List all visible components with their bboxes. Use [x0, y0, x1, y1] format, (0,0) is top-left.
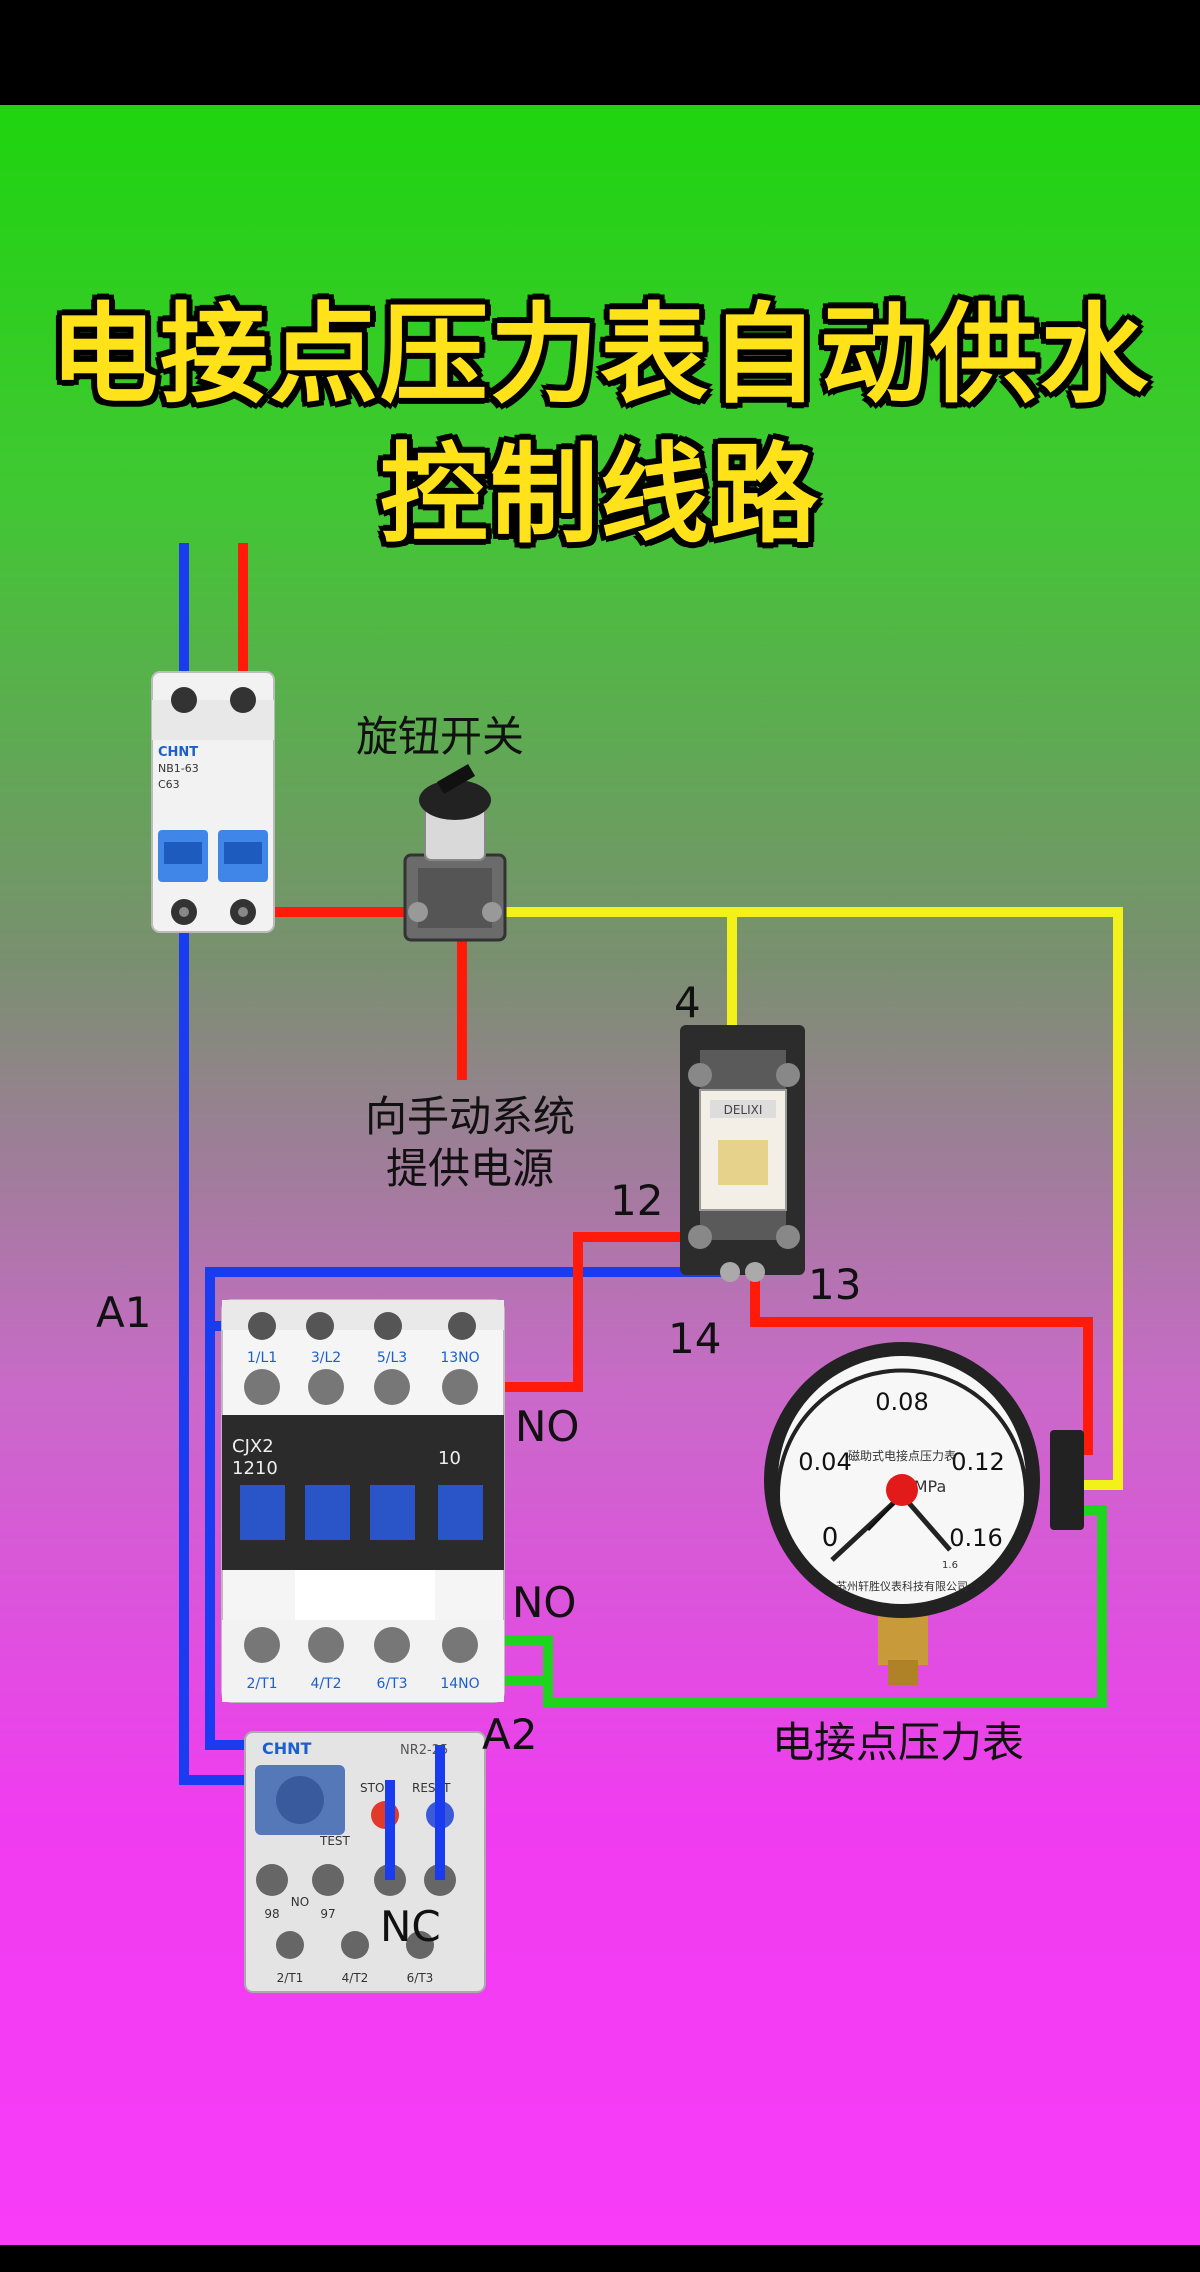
gradient-background	[0, 105, 1200, 2245]
label-a2: A2	[482, 1710, 538, 1759]
contactor-bottom-terminal-2: 4/T2	[310, 1676, 341, 1692]
relay: DELIXI	[680, 1025, 805, 1282]
overload-bottom-terminal-2: 4/T2	[342, 1971, 369, 1985]
label-no-top: NO	[515, 1402, 580, 1451]
breaker-model: NB1-63	[158, 762, 199, 775]
top-black-bar	[0, 0, 1200, 105]
gauge-scale-008: 0.08	[875, 1388, 928, 1416]
wire-red-12-no	[465, 1232, 705, 1392]
contactor-aux: 10	[438, 1448, 461, 1469]
label-a1: A1	[96, 1288, 152, 1337]
overload-no-mark: NO	[291, 1895, 309, 1909]
label-rotary-switch: 旋钮开关	[356, 712, 525, 761]
label-terminal-14: 14	[668, 1314, 722, 1363]
label-no-bottom: NO	[512, 1578, 577, 1627]
contactor-model-1: CJX2	[232, 1436, 274, 1457]
wire-green-gauge	[463, 1505, 1107, 1707]
wire-yellow-switch	[500, 907, 1123, 1490]
contactor-top-terminal-4: 13NO	[440, 1350, 479, 1366]
overload-stop: STOP	[360, 1781, 392, 1795]
contactor-bottom-terminal-3: 6/T3	[376, 1676, 407, 1692]
contactor-bottom-terminal-1: 2/T1	[246, 1676, 277, 1692]
overload-aux-mid: 97	[320, 1907, 335, 1921]
label-terminal-4: 4	[674, 978, 701, 1027]
label-pressure-gauge: 电接点压力表	[772, 1718, 1025, 1767]
gauge-scale-016: 0.16	[949, 1524, 1002, 1552]
title-line-2: 控制线路	[379, 433, 820, 558]
gauge-scale-012: 0.12	[951, 1448, 1004, 1476]
label-nc: NC	[380, 1902, 441, 1951]
contactor-top-terminal-3: 5/L3	[377, 1350, 407, 1366]
contactor-model-2: 1210	[232, 1458, 278, 1479]
gauge-class: 1.6	[942, 1560, 958, 1571]
overload-reset: RESET	[412, 1781, 451, 1795]
gauge-knob	[886, 1474, 918, 1506]
relay-brand: DELIXI	[724, 1103, 763, 1117]
contactor: 1/L1 3/L2 5/L3 13NO CJX2 1210 10 2/T1 4/…	[221, 1299, 505, 1703]
gauge-scale-004: 0.04	[798, 1448, 851, 1476]
label-terminal-12: 12	[610, 1176, 664, 1225]
gauge-needle-high	[900, 1493, 952, 1552]
contactor-top-terminal-1: 1/L1	[247, 1350, 277, 1366]
gauge-name: 磁助式电接点压力表	[848, 1448, 956, 1463]
label-manual-power-2: 提供电源	[385, 1144, 554, 1193]
gauge-unit: MPa	[914, 1477, 947, 1496]
contactor-bottom-terminal-4: 14NO	[440, 1676, 479, 1692]
bottom-black-bar	[0, 2245, 1200, 2272]
overload-bottom-terminal-3: 6/T3	[407, 1971, 434, 1985]
label-manual-power-1: 向手动系统	[364, 1092, 575, 1141]
overload-bottom-terminal-1: 2/T1	[277, 1971, 304, 1985]
gauge-maker: 苏州轩胜仪表科技有限公司	[836, 1579, 968, 1593]
breaker-brand: CHNT	[158, 745, 198, 760]
pressure-gauge: 0 0.04 0.08 0.12 0.16 磁助式电接点压力表 MPa 苏州轩胜…	[764, 1342, 1084, 1685]
contactor-top-terminal-2: 3/L2	[311, 1350, 341, 1366]
title-line-1: 电接点压力表自动供水	[49, 293, 1150, 418]
circuit-breaker: CHNT NB1-63 C63	[151, 671, 275, 933]
rotary-switch	[403, 763, 507, 942]
overload-brand: CHNT	[262, 1739, 312, 1758]
breaker-rating: C63	[158, 778, 180, 791]
overload-aux-left: 98	[264, 1907, 279, 1921]
overload-test: TEST	[319, 1834, 351, 1848]
label-terminal-13: 13	[808, 1260, 862, 1309]
gauge-scale-0: 0	[822, 1523, 839, 1553]
overload-relay: CHNT NR2-25 STOP RESET TEST 98 NO 97 2/T…	[244, 1731, 486, 1993]
